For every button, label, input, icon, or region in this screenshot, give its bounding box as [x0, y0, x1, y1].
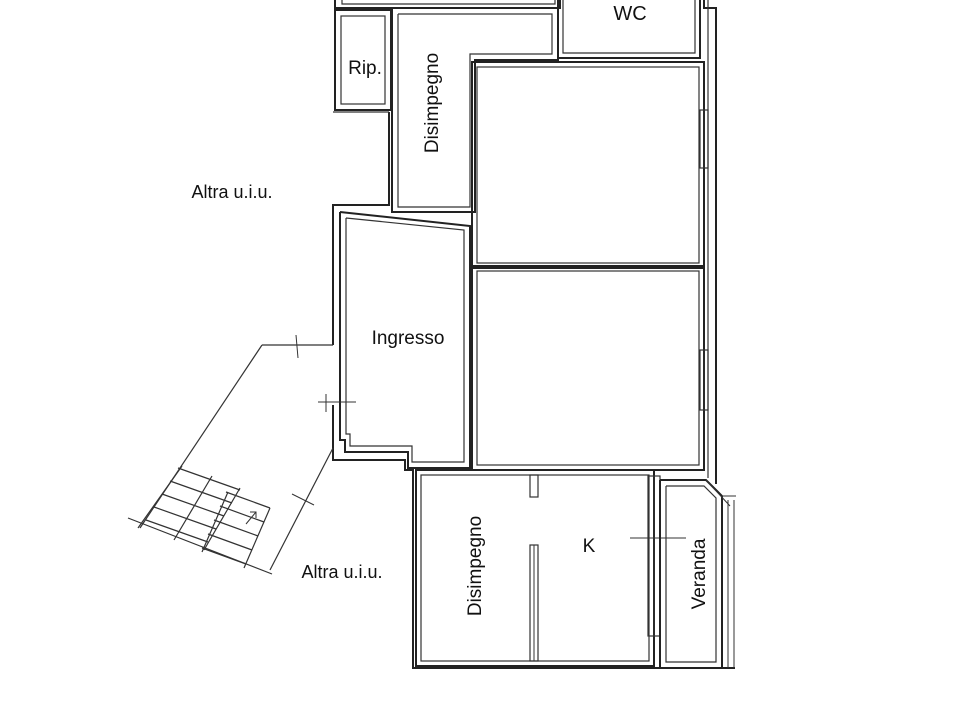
altra-upper-label: Altra u.i.u. — [191, 182, 272, 202]
altra-lower-label: Altra u.i.u. — [301, 562, 382, 582]
staircase — [127, 334, 334, 575]
rip-label: Rip. — [348, 58, 382, 79]
disimpegno-top-room — [391, 7, 559, 213]
bedroom-2 — [471, 265, 705, 471]
disimpegno-top-label: Disimpegno — [422, 53, 443, 153]
disimpegno-bottom-label: Disimpegno — [465, 516, 486, 616]
veranda-room — [659, 479, 736, 669]
veranda-label: Veranda — [689, 538, 710, 609]
ingresso-room — [318, 211, 471, 469]
wc-label: WC — [613, 3, 646, 25]
left-exterior-wall — [332, 111, 735, 669]
right-outer-wall — [699, 0, 717, 484]
ingresso-label: Ingresso — [372, 328, 445, 349]
k-label: K — [583, 536, 596, 557]
bottom-wing — [415, 469, 686, 667]
bedroom-1 — [471, 61, 705, 269]
top-strip — [334, 0, 561, 9]
